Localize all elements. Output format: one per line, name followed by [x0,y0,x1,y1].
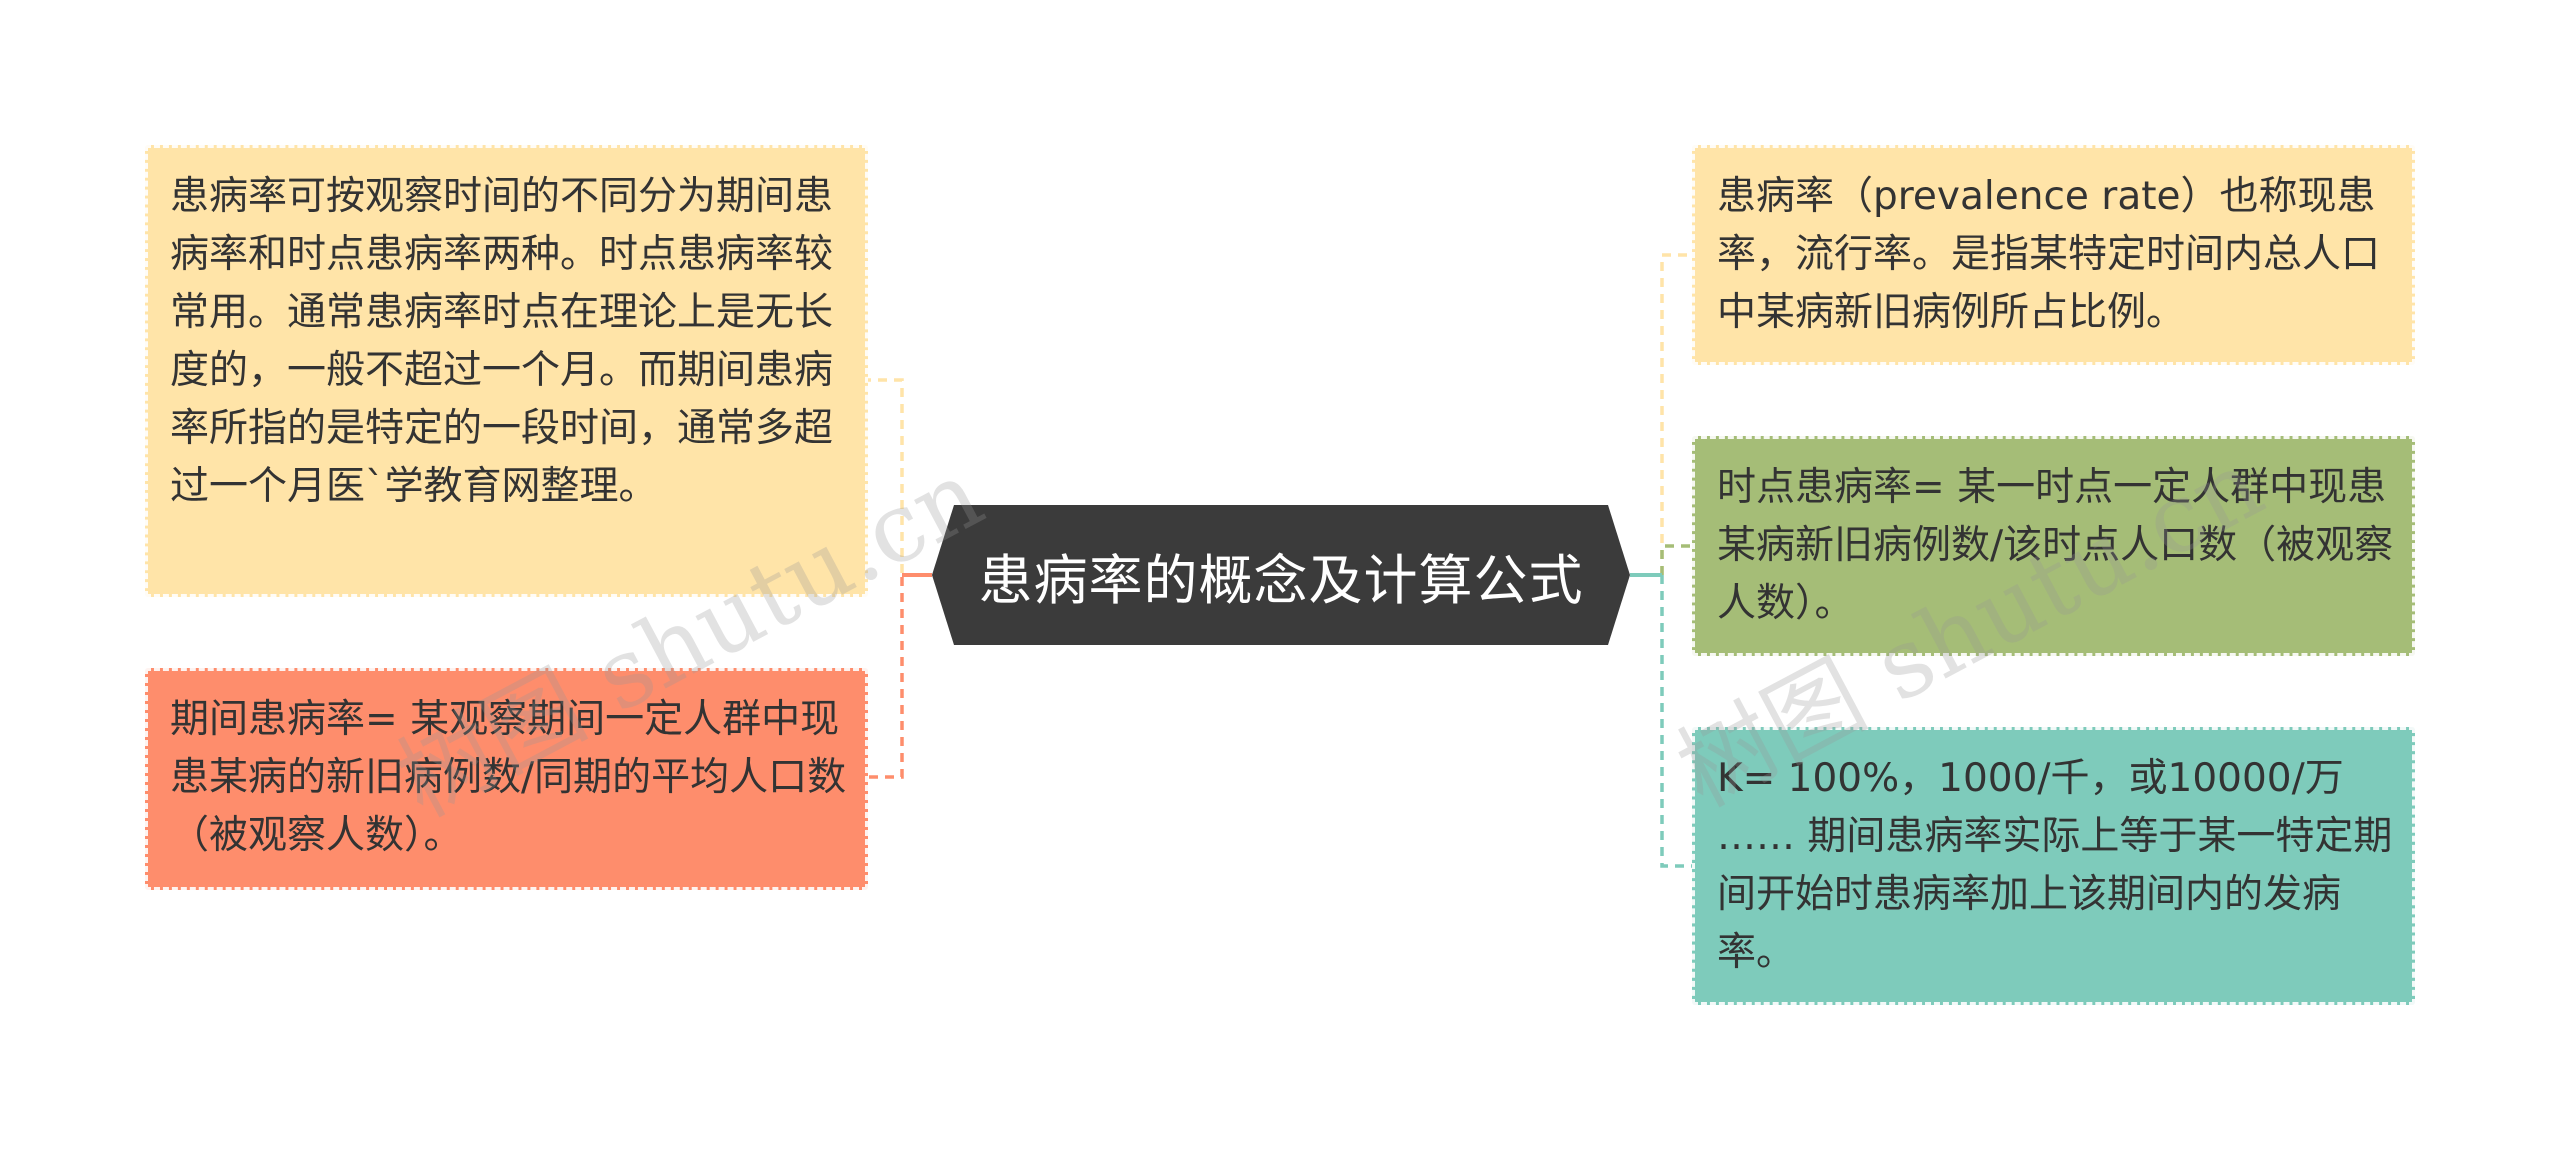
node-left-top-text: 患病率可按观察时间的不同分为期间患病率和时点患病率两种。时点患病率较常用。通常患… [170,174,834,509]
node-right-3[interactable]: K= 100%，1000/千，或10000/万 …… 期间患病率实际上等于某一特… [1692,727,2415,1005]
connector-left-top [868,378,932,577]
central-topic-label: 患病率的概念及计算公式 [978,548,1584,612]
node-right-3-text: K= 100%，1000/千，或10000/万 …… 期间患病率实际上等于某一特… [1717,756,2393,975]
connector-left-bottom [868,573,932,779]
node-left-bottom[interactable]: 期间患病率= 某观察期间一定人群中现患某病的新旧病例数/同期的平均人口数（被观察… [145,668,868,890]
connector-right-1 [1630,253,1692,577]
connector-right-2 [1630,544,1692,577]
node-right-2-text: 时点患病率= 某一时点一定人群中现患某病新旧病例数/该时点人口数（被观察人数）。 [1717,465,2394,626]
central-topic[interactable]: 患病率的概念及计算公式 [932,505,1630,645]
node-right-1-text: 患病率（prevalence rate）也称现患率，流行率。是指某特定时间内总人… [1717,174,2381,335]
node-right-2[interactable]: 时点患病率= 某一时点一定人群中现患某病新旧病例数/该时点人口数（被观察人数）。 [1692,436,2415,656]
node-left-bottom-text: 期间患病率= 某观察期间一定人群中现患某病的新旧病例数/同期的平均人口数（被观察… [170,697,847,858]
node-left-top[interactable]: 患病率可按观察时间的不同分为期间患病率和时点患病率两种。时点患病率较常用。通常患… [145,145,868,597]
connector-right-3 [1630,573,1692,868]
central-topic-shape [932,505,1630,645]
node-right-1[interactable]: 患病率（prevalence rate）也称现患率，流行率。是指某特定时间内总人… [1692,145,2415,365]
